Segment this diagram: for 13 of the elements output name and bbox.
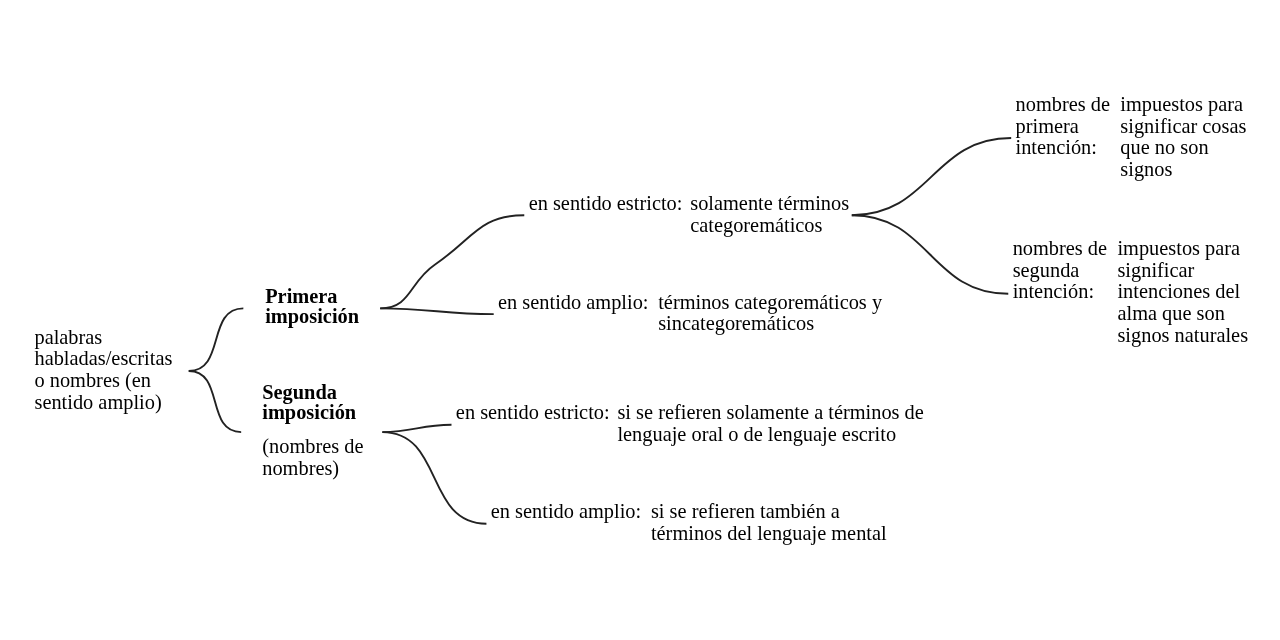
- node-text: en sentido estricto: solamente términos categoremáticos: [528, 191, 850, 236]
- node-text: palabras habladas/escritas o nombres (en sentido amplio): [34, 325, 173, 414]
- node-text: nombres de segunda intención: impuestos para significar intenciones del alma que son signos naturales: [1012, 236, 1249, 347]
- node-text: Segunda imposición (nombres de nombres): [262, 380, 364, 479]
- connector: [381, 431, 488, 525]
- node-text: nombres de primera intención: impuestos para significar cosas que no son signos: [1015, 92, 1247, 181]
- node-text: en sentido amplio: si se refieren también a términos del lenguaje mental: [490, 500, 887, 545]
- connector: [379, 307, 495, 316]
- node-text: en sentido amplio: términos categoremáticos y sincategoremáticos: [498, 290, 883, 335]
- connector: [187, 370, 243, 434]
- node-text: en sentido estricto: si se refieren solamente a términos de lenguaje oral o de lenguaje escrito: [455, 401, 924, 446]
- connector: [850, 214, 1010, 295]
- node-text: Primera imposición: [265, 284, 360, 328]
